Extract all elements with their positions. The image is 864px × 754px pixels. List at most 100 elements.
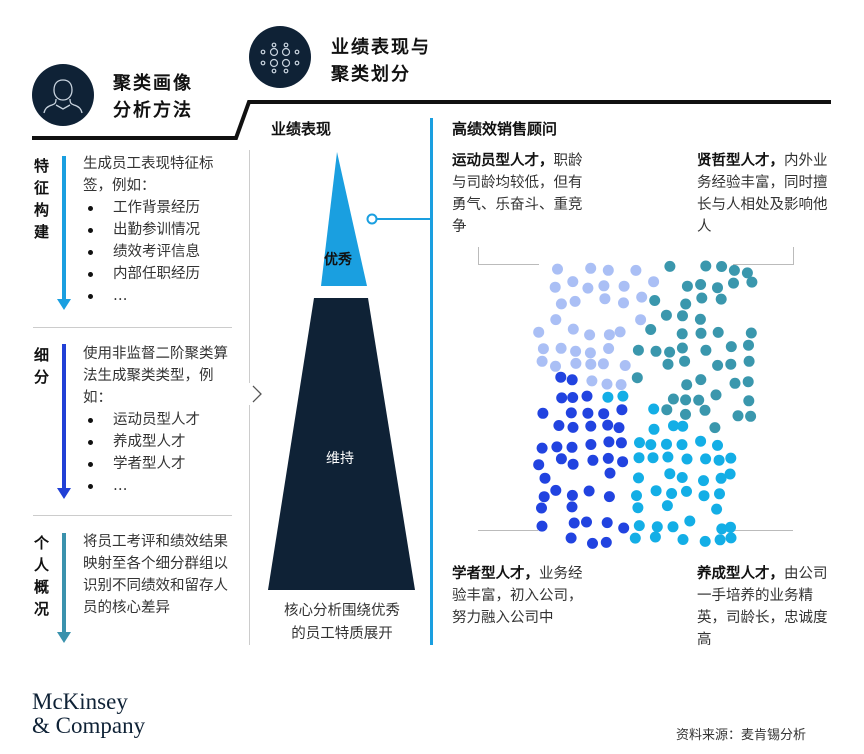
cluster-dot-top-right: [693, 394, 705, 406]
logo-line: & Company: [32, 713, 146, 738]
cluster-dot-bottom-right: [650, 485, 662, 497]
cluster-dot-bottom-right: [676, 472, 688, 483]
cluster-dot-bottom-right: [698, 490, 710, 502]
cluster-dot-top-right: [676, 328, 688, 340]
cluster-name: 学者型人才，: [452, 565, 539, 582]
cluster-dot-bottom-left: [603, 491, 615, 503]
cluster-dot-top-left: [555, 298, 567, 310]
section-description: 生成员工表现特征标签，例如：: [83, 156, 214, 194]
bullet-item: …: [83, 475, 238, 497]
cluster-dot-top-left: [567, 276, 579, 288]
separator-line: [249, 150, 250, 383]
cluster-dot-bottom-right: [667, 521, 679, 533]
cluster-name: 运动员型人才，: [452, 152, 554, 169]
performance-pyramid: [268, 152, 430, 590]
cluster-dot-top-right: [700, 260, 712, 272]
cluster-dot-top-right: [743, 355, 755, 367]
cluster-top-right: 贤哲型人才，内外业务经验丰富，同时擅长与人相处及影响他人: [697, 150, 837, 238]
person-icon: [32, 64, 94, 126]
cluster-dot-bottom-right: [713, 454, 725, 466]
step2-title-line2: 聚类划分: [331, 64, 411, 85]
cluster-dot-top-left: [619, 360, 631, 371]
cluster-dot-bottom-right: [716, 523, 728, 535]
cluster-dot-top-right: [681, 280, 693, 292]
cluster-dot-bottom-left: [581, 516, 592, 528]
cluster-dot-bottom-right: [629, 532, 641, 544]
pyramid-bottom-maintain: [268, 298, 415, 590]
cluster-dot-top-left: [582, 282, 594, 294]
cluster-dot-top-right: [649, 295, 661, 306]
cluster-dot-top-right: [661, 404, 673, 416]
cluster-dot-bottom-left: [604, 467, 616, 479]
cluster-dot-bottom-left: [539, 472, 551, 484]
cluster-scatter: [533, 260, 758, 549]
cluster-dot-top-left: [598, 280, 610, 292]
cluster-dot-top-right: [746, 276, 758, 288]
cluster-dot-top-right: [695, 374, 707, 386]
cluster-dot-bottom-right: [676, 439, 688, 451]
cluster-dot-bottom-right: [724, 468, 736, 480]
cluster-dot-bottom-left: [613, 422, 625, 434]
cluster-dot-top-right: [662, 358, 674, 370]
cluster-dot-bottom-right: [684, 515, 696, 527]
cluster-dot-top-right: [743, 395, 755, 407]
cluster-dot-bottom-left: [587, 454, 599, 466]
cluster-dot-bottom-left: [565, 407, 577, 419]
cluster-dot-bottom-right: [602, 391, 614, 403]
performance-title: 业绩表现: [271, 120, 332, 138]
step1-title-line1: 聚类画像: [113, 73, 193, 94]
cluster-dot-top-left: [569, 295, 581, 307]
mckinsey-logo: McKinsey & Company: [32, 690, 145, 738]
cluster-dot-bottom-right: [712, 439, 723, 451]
cluster-dot-bottom-left: [537, 407, 549, 419]
arrow-down-icon: [57, 156, 71, 310]
cluster-dot-top-right: [677, 310, 688, 322]
cluster-dot-bottom-right: [699, 535, 711, 547]
cluster-dot-bottom-left: [533, 459, 545, 471]
arrow-down-icon: [57, 533, 71, 643]
cluster-dot-bottom-left: [602, 419, 614, 431]
cluster-dot-bottom-left: [567, 458, 579, 470]
divider: [33, 327, 232, 328]
cluster-dot-bottom-right: [714, 534, 726, 546]
cluster-dot-top-right: [745, 327, 757, 339]
cluster-dot-bottom-right: [633, 452, 645, 464]
cluster-dot-bottom-right: [648, 403, 660, 415]
cluster-dot-bottom-left: [553, 420, 565, 431]
caption-line: 核心分析围绕优秀: [284, 603, 400, 619]
cluster-dot-bottom-left: [567, 421, 579, 433]
cluster-dot-top-right: [742, 376, 754, 388]
cluster-dot-top-right: [645, 324, 657, 335]
cluster-dot-bottom-right: [695, 435, 707, 447]
cluster-dot-top-right: [676, 342, 688, 354]
cluster-dot-top-right: [667, 393, 679, 405]
cluster-dot-top-right: [681, 379, 693, 391]
bracket: [478, 530, 538, 532]
cluster-dot-bottom-right: [633, 520, 645, 532]
cluster-dot-top-right: [712, 326, 724, 338]
cluster-dot-top-right: [699, 404, 711, 416]
cluster-dot-bottom-left: [551, 441, 563, 453]
cluster-dot-bottom-right: [715, 472, 727, 484]
cluster-dot-top-right: [664, 346, 676, 358]
clusters-title: 高绩效销售顾问: [452, 120, 558, 138]
cluster-dot-bottom-right: [649, 531, 661, 543]
cluster-dot-top-right: [715, 293, 727, 305]
cluster-dot-top-right: [728, 264, 740, 276]
cluster-dot-bottom-right: [725, 452, 737, 464]
cluster-dot-top-left: [603, 329, 615, 341]
bullet-item: 内部任职经历: [83, 263, 238, 285]
cluster-dot-top-left: [555, 342, 567, 354]
cluster-dot-top-left: [585, 358, 597, 370]
cluster-dot-top-left: [570, 345, 582, 357]
section-description: 将员工考评和绩效结果映射至各个细分群组以识别不同绩效和留存人员的核心差异: [83, 534, 228, 616]
cluster-dot-bottom-right: [661, 500, 673, 512]
section-label-feature: 特征构建: [34, 157, 50, 241]
cluster-dot-bottom-right: [617, 390, 629, 402]
cluster-dot-bottom-right: [647, 452, 659, 464]
cluster-bottom-left: 学者型人才，业务经验丰富，初入公司，努力融入公司中: [452, 563, 592, 629]
cluster-dot-bottom-left: [585, 420, 597, 432]
cluster-dot-bottom-left: [550, 484, 562, 496]
cluster-dot-top-left: [550, 360, 561, 372]
cluster-dot-top-right: [716, 261, 728, 272]
